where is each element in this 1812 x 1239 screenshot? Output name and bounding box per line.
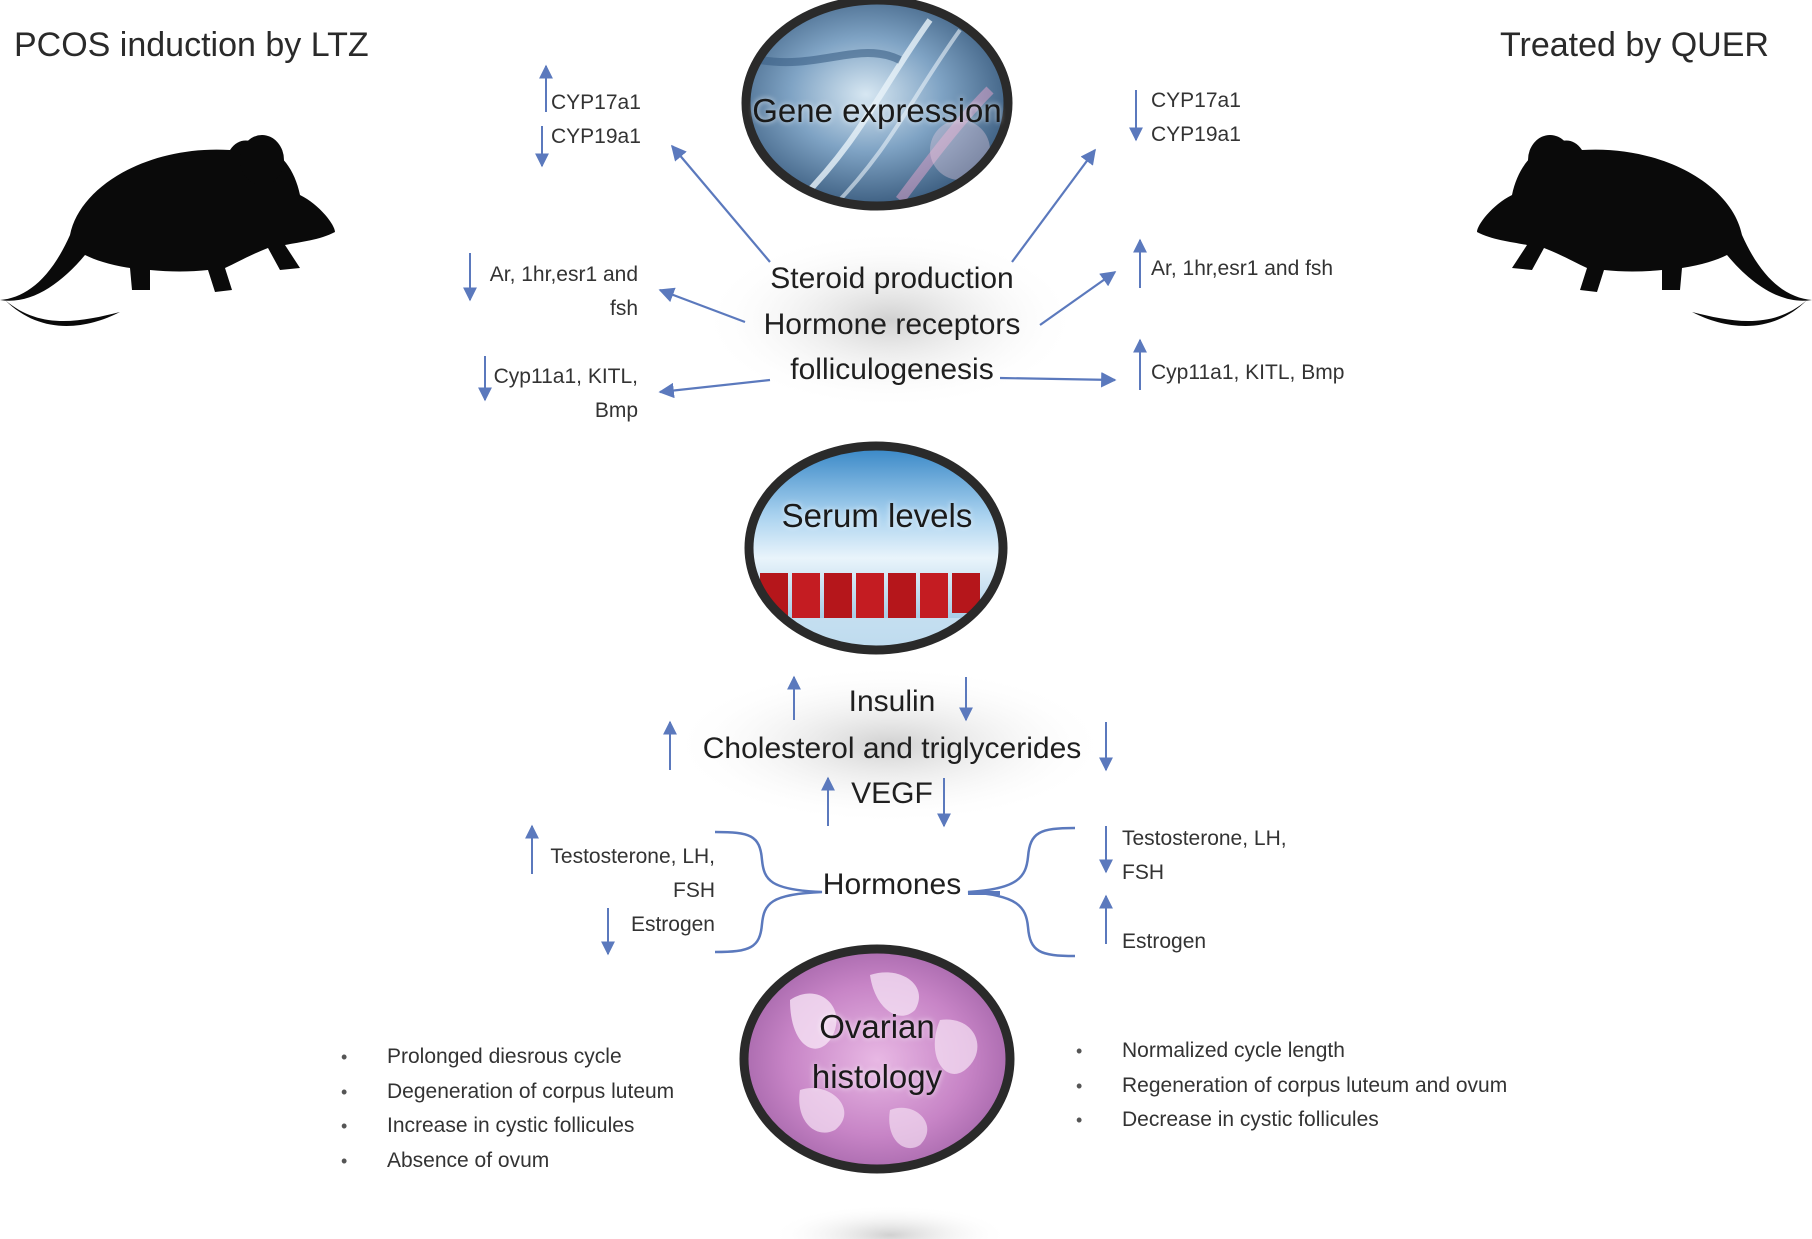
right-gene-2: CYP19a1 (1151, 123, 1241, 146)
left-gene-2: CYP19a1 (551, 125, 641, 148)
right-gene-1: CYP17a1 (1151, 89, 1241, 112)
hormones-title: Hormones (822, 868, 962, 901)
left-gene-list: CYP17a1 CYP19a1 (551, 86, 641, 154)
ovarian-histology-circle (739, 944, 1015, 1174)
insulin-label: Insulin (848, 685, 936, 718)
right-follicle-markers: Cyp11a1, KITL, Bmp (1151, 361, 1345, 384)
left-finding: Prolonged diesrous cycle (341, 1040, 674, 1075)
hormone-braces (714, 826, 1076, 958)
left-hormone-line-3: Estrogen (630, 913, 715, 936)
left-finding: Degeneration of corpus luteum (341, 1075, 674, 1110)
connector-arrows (658, 144, 1117, 399)
ovarian-title-line-1: Ovarian (819, 1008, 935, 1045)
right-gene-list: CYP17a1 CYP19a1 (1151, 84, 1241, 152)
left-finding: Increase in cystic follicules (341, 1109, 674, 1144)
indicator-arrows (463, 64, 1147, 956)
hormone-receptors-label: Hormone receptors (763, 308, 1021, 341)
folliculogenesis-label: folliculogenesis (790, 353, 994, 386)
right-mouse-icon (1477, 135, 1812, 326)
left-mouse-icon (0, 135, 335, 326)
gene-expression-title: Gene expression (752, 92, 1002, 129)
serum-levels-title: Serum levels (781, 497, 973, 534)
vegf-label: VEGF (851, 777, 933, 810)
left-follicle-line-1: Cyp11a1, KITL, (493, 365, 638, 388)
right-group-title: Treated by QUER (1500, 26, 1769, 64)
left-hormone-list: Testosterone, LH, FSH Estrogen (520, 840, 715, 942)
right-receptor-markers: Ar, 1hr,esr1 and fsh (1151, 257, 1334, 280)
left-findings-list: Prolonged diesrous cycle Degeneration of… (341, 1040, 674, 1178)
left-finding: Absence of ovum (341, 1144, 674, 1179)
label-shadows (670, 230, 1110, 1239)
left-group-title: PCOS induction by LTZ (14, 26, 369, 64)
gene-expression-circle (741, 0, 1013, 211)
left-follicle-line-2: Bmp (594, 399, 638, 422)
right-hormone-line-1: Testosterone, LH, (1122, 827, 1287, 850)
right-findings-list: Normalized cycle length Regeneration of … (1076, 1034, 1507, 1138)
steroid-production-label: Steroid production (770, 262, 1014, 295)
left-receptor-line-1: Ar, 1hr,esr1 and (489, 263, 638, 286)
cholesterol-triglycerides-label: Cholesterol and triglycerides (702, 732, 1082, 765)
left-receptor-markers: Ar, 1hr,esr1 and fsh (478, 258, 638, 326)
serum-levels-circle (744, 441, 1008, 655)
right-finding: Decrease in cystic follicules (1076, 1103, 1507, 1138)
right-finding: Normalized cycle length (1076, 1034, 1507, 1069)
left-gene-1: CYP17a1 (551, 91, 641, 114)
right-hormone-line-3: Estrogen (1122, 930, 1207, 953)
left-follicle-markers: Cyp11a1, KITL, Bmp (480, 360, 638, 428)
right-hormone-list-top: Testosterone, LH, FSH (1122, 822, 1287, 890)
left-hormone-line-1: Testosterone, LH, (550, 845, 715, 868)
left-receptor-line-2: fsh (609, 297, 638, 320)
right-hormone-line-2: FSH (1122, 861, 1164, 884)
left-hormone-line-2: FSH (673, 879, 715, 902)
right-finding: Regeneration of corpus luteum and ovum (1076, 1069, 1507, 1104)
ovarian-title-line-2: histology (811, 1058, 943, 1095)
